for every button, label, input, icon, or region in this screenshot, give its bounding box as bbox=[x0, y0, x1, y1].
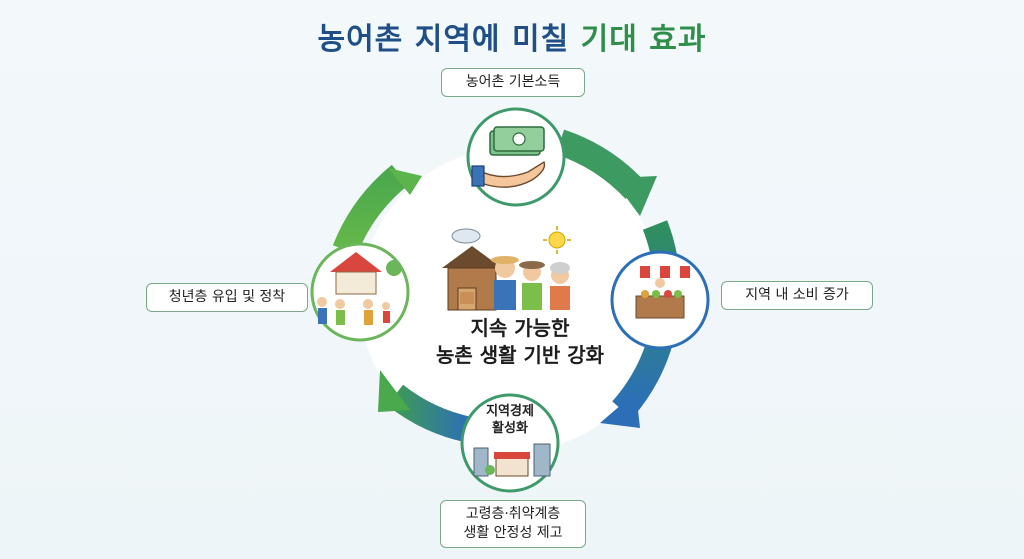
family-house-icon bbox=[317, 252, 402, 325]
center-text: 지속 가능한 농촌 생활 기반 강화 bbox=[400, 315, 640, 369]
label-basic-income: 농어촌 기본소득 bbox=[441, 68, 585, 97]
elderly-line-2: 생활 안정성 제고 bbox=[463, 525, 563, 541]
bottom-inner-line-1: 지역경제 bbox=[486, 404, 534, 419]
title-part-2: 기대 효과 bbox=[580, 22, 707, 57]
money-hand-icon bbox=[471, 126, 546, 188]
page-title: 농어촌 지역에 미칠 기대 효과 bbox=[0, 14, 1024, 58]
elderly-line-1: 고령층·취약계층 bbox=[465, 506, 561, 522]
arrow-left-to-top bbox=[332, 164, 422, 255]
label-elderly-stability: 고령층·취약계층 생활 안정성 제고 bbox=[440, 500, 586, 548]
farm-family-icon bbox=[442, 226, 571, 311]
node-top-circle bbox=[466, 107, 566, 207]
arrow-top-to-right bbox=[555, 129, 657, 216]
label-youth-settlement: 청년층 유입 및 정착 bbox=[146, 283, 308, 312]
bottom-inner-line-2: 활성화 bbox=[492, 421, 528, 436]
center-line-1: 지속 가능한 bbox=[470, 316, 570, 340]
title-part-1: 농어촌 지역에 미칠 bbox=[317, 22, 570, 57]
shop-street-icon bbox=[473, 443, 551, 477]
market-stall-icon bbox=[630, 266, 690, 319]
bottom-node-text: 지역경제 활성화 bbox=[470, 403, 550, 437]
label-local-consumption: 지역 내 소비 증가 bbox=[721, 281, 873, 310]
center-line-2: 농촌 생활 기반 강화 bbox=[435, 343, 605, 367]
